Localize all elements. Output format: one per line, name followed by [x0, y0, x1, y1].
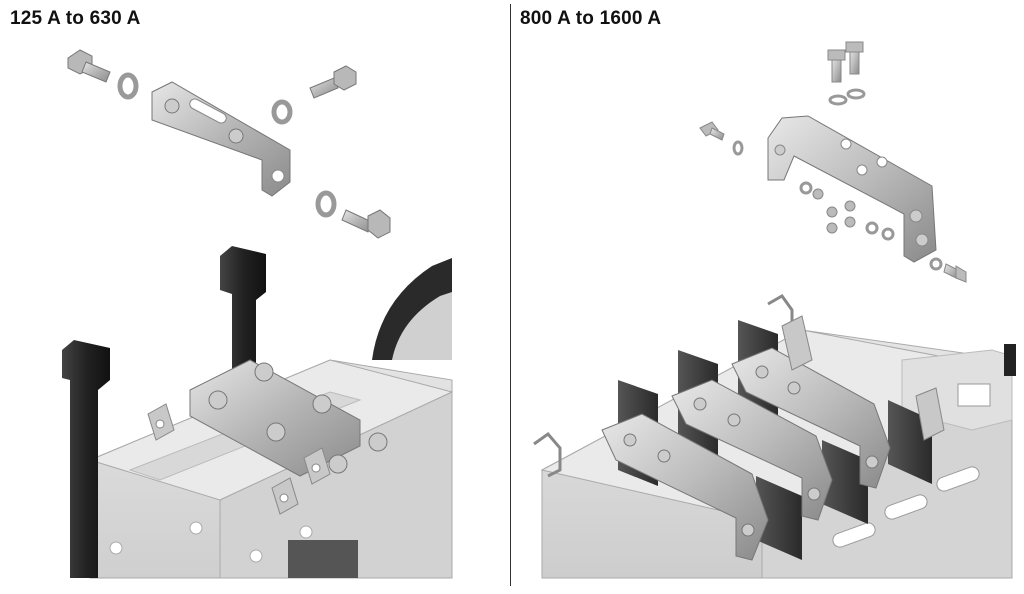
terminal-tab: [147, 403, 331, 515]
panel-800-1600: 800 A to 1600 A: [512, 0, 1024, 594]
exploded-bolt-top-left: [67, 49, 111, 83]
exploded-nuts-washers: [799, 181, 967, 283]
panel-125-630: 125 A to 630 A: [0, 0, 510, 594]
phase-barrier-front: [62, 340, 110, 578]
exploded-bolts-top: [827, 41, 866, 106]
washer: [315, 190, 337, 218]
washer: [117, 72, 139, 100]
panel-title: 125 A to 630 A: [10, 8, 141, 29]
washer: [271, 99, 293, 125]
breaker-illustration-right: [533, 41, 1016, 579]
mounting-bracket-right: [767, 115, 937, 263]
terminal-bracket-installed: [189, 359, 388, 477]
terminal-brackets-installed: [601, 347, 891, 561]
mounting-bracket-left: [151, 81, 291, 197]
phase-barrier-rear: [220, 246, 266, 376]
panel-title: 800 A to 1600 A: [520, 8, 662, 29]
breaker-illustration-left: [62, 49, 454, 579]
exploded-bolt-top-right: [309, 65, 357, 99]
exploded-bolt-left: [699, 121, 744, 156]
panel-divider: [510, 4, 511, 586]
exploded-bolt-bottom: [341, 209, 391, 239]
terminal-clips: [533, 294, 945, 478]
rotary-handle: [372, 258, 452, 360]
